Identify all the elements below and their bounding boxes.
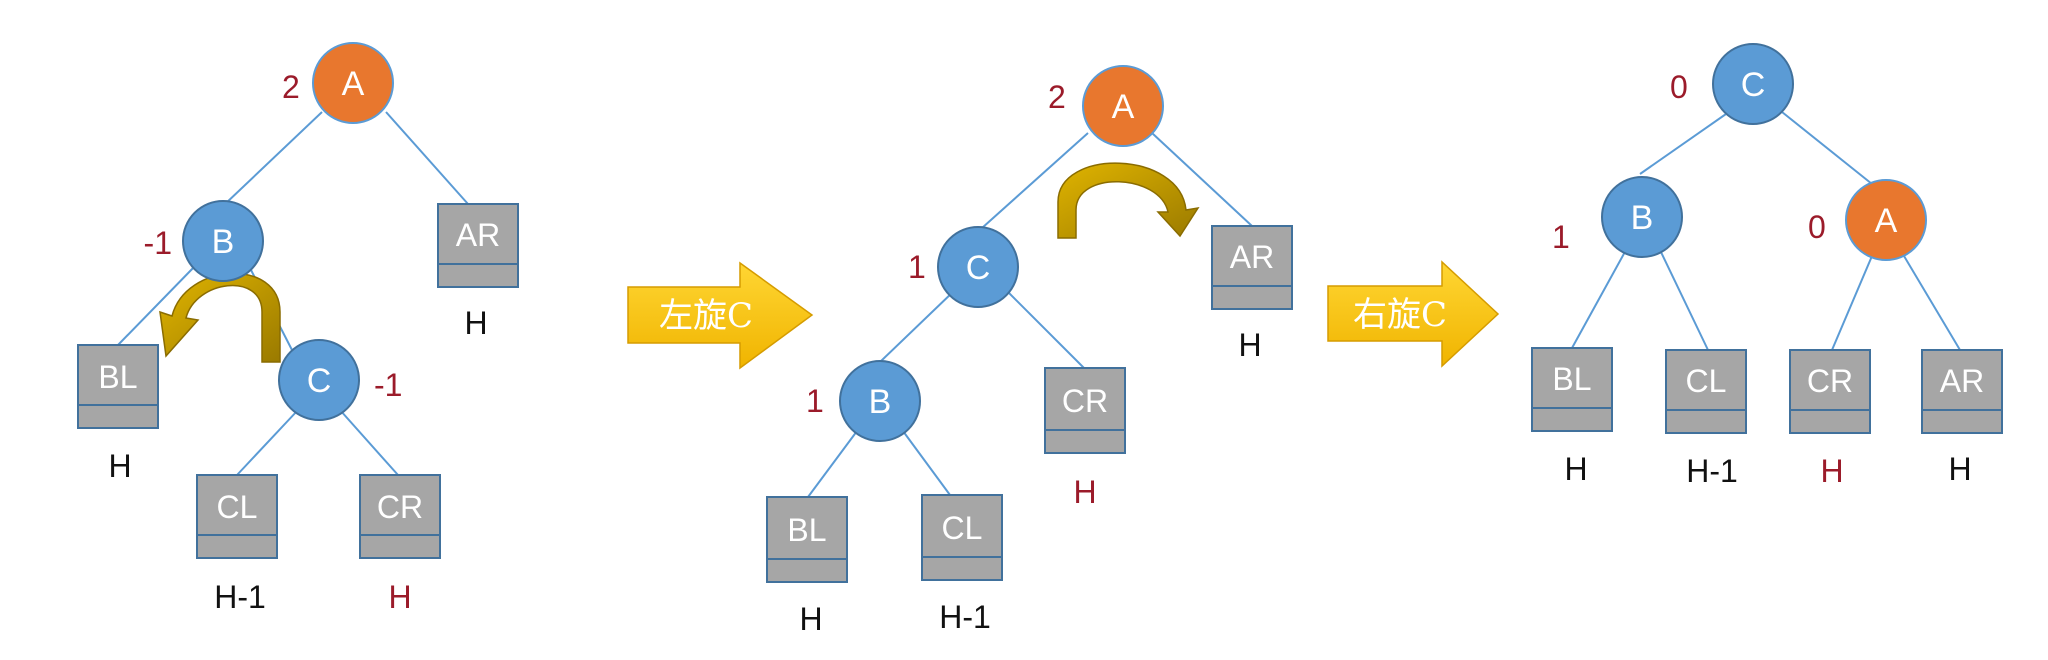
subtree-height: H-1 bbox=[939, 599, 991, 635]
edge-a-ar bbox=[385, 111, 469, 205]
balance-factor: 1 bbox=[806, 383, 824, 419]
node-a: A bbox=[312, 42, 394, 124]
subtree-label: AR bbox=[1940, 363, 1984, 399]
transition-arrow-2: 右旋C bbox=[1327, 260, 1500, 368]
subtree-height: H bbox=[388, 579, 411, 615]
node-label: A bbox=[1875, 202, 1898, 240]
subtree-height: H-1 bbox=[214, 579, 266, 615]
edge-c-b bbox=[1639, 113, 1727, 175]
subtree-height: H bbox=[464, 305, 487, 341]
node-a: A bbox=[1082, 65, 1164, 147]
panel-3: C 0 B 1 A 0 BL H CL H-1 bbox=[1531, 43, 2003, 489]
subtree-bl: BL bbox=[77, 344, 159, 429]
subtree-bl: BL bbox=[1531, 347, 1613, 432]
rotate-arrow-icon bbox=[1057, 162, 1200, 239]
subtree-cr: CR bbox=[1789, 349, 1871, 434]
edge-c-cr bbox=[339, 409, 399, 476]
node-label: B bbox=[869, 383, 892, 421]
balance-factor: 2 bbox=[282, 69, 300, 105]
subtree-label: CL bbox=[942, 510, 983, 546]
subtree-height: H bbox=[1073, 474, 1096, 510]
edge-b-bl bbox=[117, 264, 197, 346]
balance-factor: 0 bbox=[1670, 69, 1688, 105]
node-c: C bbox=[937, 226, 1019, 308]
edge-c-a bbox=[1781, 111, 1873, 185]
balance-factor: 2 bbox=[1048, 79, 1066, 115]
edge-b-cl bbox=[1659, 249, 1709, 351]
subtree-height: H bbox=[1564, 451, 1587, 487]
node-c: C bbox=[1712, 43, 1794, 125]
edge-b-cl bbox=[899, 426, 951, 496]
subtree-ar: AR bbox=[1211, 225, 1293, 310]
edge-c-cr bbox=[1007, 291, 1085, 369]
balance-factor: 1 bbox=[1552, 219, 1570, 255]
subtree-height: H bbox=[108, 448, 131, 484]
subtree-height: H bbox=[1820, 453, 1843, 489]
node-b: B bbox=[1601, 176, 1683, 258]
subtree-label: CL bbox=[1686, 363, 1727, 399]
edge-a-b bbox=[223, 111, 323, 206]
panel-1: A 2 B -1 C -1 AR H BL H bbox=[77, 42, 519, 615]
subtree-label: BL bbox=[1552, 361, 1591, 397]
node-label: C bbox=[307, 362, 332, 400]
subtree-label: BL bbox=[98, 359, 137, 395]
subtree-label: CL bbox=[217, 489, 258, 525]
subtree-cl: CL bbox=[1665, 349, 1747, 434]
node-label: C bbox=[1741, 66, 1766, 104]
node-a: A bbox=[1845, 179, 1927, 261]
node-label: B bbox=[1631, 199, 1654, 237]
transition-label: 左旋C bbox=[659, 296, 753, 336]
edge-b-bl bbox=[807, 426, 861, 498]
subtree-label: CR bbox=[1807, 363, 1853, 399]
subtree-bl: BL bbox=[766, 496, 848, 583]
edge-a-ar bbox=[1903, 255, 1961, 351]
subtree-cr: CR bbox=[1044, 367, 1126, 454]
balance-factor: 0 bbox=[1808, 209, 1826, 245]
balance-factor: 1 bbox=[908, 249, 926, 285]
edge-c-b bbox=[879, 289, 956, 363]
node-label: A bbox=[1112, 88, 1135, 126]
subtree-height: H-1 bbox=[1686, 453, 1738, 489]
balance-factor: -1 bbox=[144, 225, 172, 261]
subtree-label: AR bbox=[1230, 239, 1274, 275]
subtree-ar: AR bbox=[437, 203, 519, 288]
panel-2: A 2 C 1 B 1 AR H CR H bbox=[766, 65, 1293, 637]
node-b: B bbox=[182, 200, 264, 282]
subtree-label: AR bbox=[456, 217, 500, 253]
node-label: B bbox=[212, 223, 235, 261]
subtree-ar: AR bbox=[1921, 349, 2003, 434]
edge-a-c bbox=[981, 132, 1089, 229]
transition-arrow-1: 左旋C bbox=[627, 261, 814, 370]
rotate-arrow-icon bbox=[159, 272, 281, 363]
subtree-label: CR bbox=[1062, 383, 1108, 419]
subtree-height: H bbox=[1948, 451, 1971, 487]
edge-a-ar bbox=[1151, 132, 1253, 227]
subtree-label: CR bbox=[377, 489, 423, 525]
edge-b-bl bbox=[1571, 249, 1627, 349]
subtree-height: H bbox=[1238, 327, 1261, 363]
edge-c-cl bbox=[236, 409, 299, 476]
subtree-height: H bbox=[799, 601, 822, 637]
subtree-cl: CL bbox=[921, 494, 1003, 581]
node-label: C bbox=[966, 249, 991, 287]
subtree-cl: CL bbox=[196, 474, 278, 559]
node-c: C bbox=[278, 339, 360, 421]
node-label: A bbox=[342, 65, 365, 103]
node-b: B bbox=[839, 360, 921, 442]
subtree-cr: CR bbox=[359, 474, 441, 559]
transition-label: 右旋C bbox=[1353, 295, 1447, 335]
edge-a-cr bbox=[1831, 255, 1873, 351]
subtree-label: BL bbox=[787, 512, 826, 548]
balance-factor: -1 bbox=[374, 367, 402, 403]
